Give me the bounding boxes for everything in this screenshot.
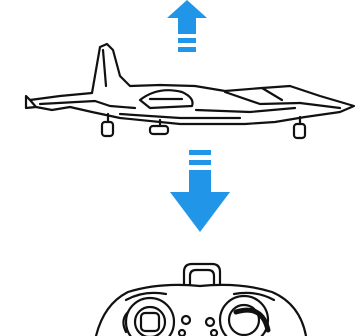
jet-plane-icon bbox=[26, 44, 354, 138]
up-arrow-head bbox=[167, 0, 207, 18]
down-arrow-stem bbox=[189, 170, 211, 192]
rear-landing-gear bbox=[102, 114, 113, 136]
down-arrow-bar-1 bbox=[189, 150, 211, 155]
center-button-1 bbox=[182, 316, 190, 324]
center-button-2 bbox=[206, 318, 214, 326]
down-arrow-head bbox=[170, 192, 230, 232]
right-joystick bbox=[220, 296, 268, 336]
up-arrow-bar-1 bbox=[178, 38, 196, 43]
front-landing-gear bbox=[294, 117, 305, 138]
center-button-4 bbox=[211, 330, 217, 336]
center-button-3 bbox=[179, 330, 185, 336]
remote-controller-icon bbox=[96, 264, 306, 336]
up-arrow-stem bbox=[178, 18, 196, 34]
down-arrow-bar-2 bbox=[189, 160, 211, 165]
up-arrow-icon bbox=[167, 0, 207, 52]
down-arrow-icon bbox=[170, 150, 230, 232]
fuselage bbox=[30, 44, 354, 124]
up-arrow-bar-2 bbox=[178, 47, 196, 52]
